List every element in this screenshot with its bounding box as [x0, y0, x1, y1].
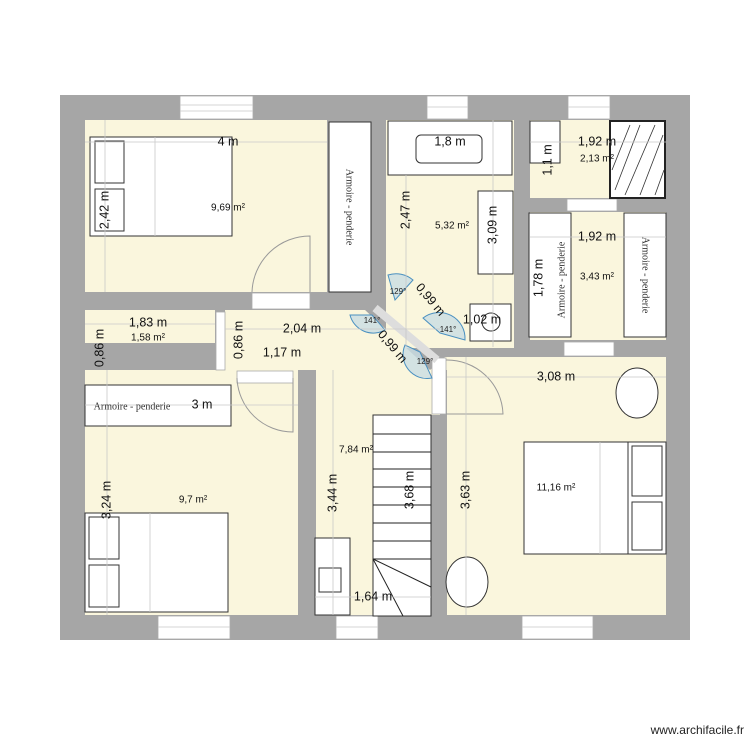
labels: 4 m 2,42 m 9,69 m² Armoire - penderie 1,… [92, 134, 650, 603]
watermark: www.archifacile.fr [650, 723, 744, 737]
dim-bedroom-bl-height: 3,24 m [99, 481, 113, 519]
dim-desk: 1,64 m [354, 589, 392, 603]
windows [157, 95, 618, 640]
area-bathroom: 5,32 m² [435, 221, 470, 232]
dim-bedroom-br-width: 3,08 m [537, 369, 575, 383]
angle-c: 141° [440, 325, 457, 334]
dim-toilet: 1,02 m [463, 312, 501, 326]
dim-bedroom-tl-width: 4 m [218, 134, 239, 148]
dim-wc-height: 1,1 m [540, 144, 554, 175]
dim-hallway-top: 2,04 m [283, 321, 321, 335]
wardrobe [328, 121, 372, 293]
furniture [84, 120, 667, 617]
dim-dressing-height: 1,78 m [531, 259, 545, 297]
area-bedroom-br: 11,16 m² [537, 483, 576, 494]
armchair [445, 556, 489, 608]
area-bedroom-bl: 9,7 m² [179, 495, 208, 506]
dressing-wardrobe-left-label: Armoire - penderie [556, 241, 567, 318]
small-room [85, 310, 215, 343]
dim-bedroom-bl-width: 3 m [192, 397, 213, 411]
dim-vanity: 3,09 m [485, 206, 499, 244]
dim-wc-width: 1,92 m [578, 134, 616, 148]
dressing-wardrobe-right-label: Armoire - penderie [640, 237, 651, 314]
double-sink [477, 190, 514, 275]
angle-d: 129° [417, 357, 434, 366]
doors [236, 235, 504, 433]
area-small-room: 1,58 m² [131, 333, 166, 344]
dim-small-room-height: 0,86 m [92, 329, 106, 367]
area-wc: 2,13 m² [580, 154, 615, 165]
armchair [615, 367, 659, 419]
dim-hallway-mid: 1,17 m [263, 345, 301, 359]
dressing-wardrobe-right [623, 212, 667, 338]
dressing-wardrobe-left [528, 212, 572, 338]
angle-b: 141° [364, 316, 381, 325]
area-hallway: 7,84 m² [339, 445, 374, 456]
dim-bedroom-br-height: 3,63 m [458, 471, 472, 509]
area-dressing: 3,43 m² [580, 272, 615, 283]
shower [609, 120, 666, 199]
wardrobe-bottom-left-label: Armoire - penderie [94, 401, 171, 412]
stairs [372, 414, 432, 617]
dim-bathroom-height: 2,47 m [398, 191, 412, 229]
dim-hallway-height: 3,44 m [325, 474, 339, 512]
dim-bath: 1,8 m [434, 134, 465, 148]
dim-bedroom-tl-height: 2,42 m [97, 191, 111, 229]
angle-a: 129° [390, 287, 407, 296]
dim-hallway-small-height: 0,86 m [231, 321, 245, 359]
wardrobe-bottom-left [84, 384, 232, 427]
dim-dressing-width: 1,92 m [578, 229, 616, 243]
dim-stairs: 3,68 m [402, 471, 416, 509]
wardrobe-label: Armoire - penderie [344, 169, 355, 246]
area-bedroom-tl: 9,69 m² [211, 203, 246, 214]
dim-small-room-width: 1,83 m [129, 315, 167, 329]
hallway-top [225, 310, 365, 370]
dimension-lines [85, 120, 666, 615]
